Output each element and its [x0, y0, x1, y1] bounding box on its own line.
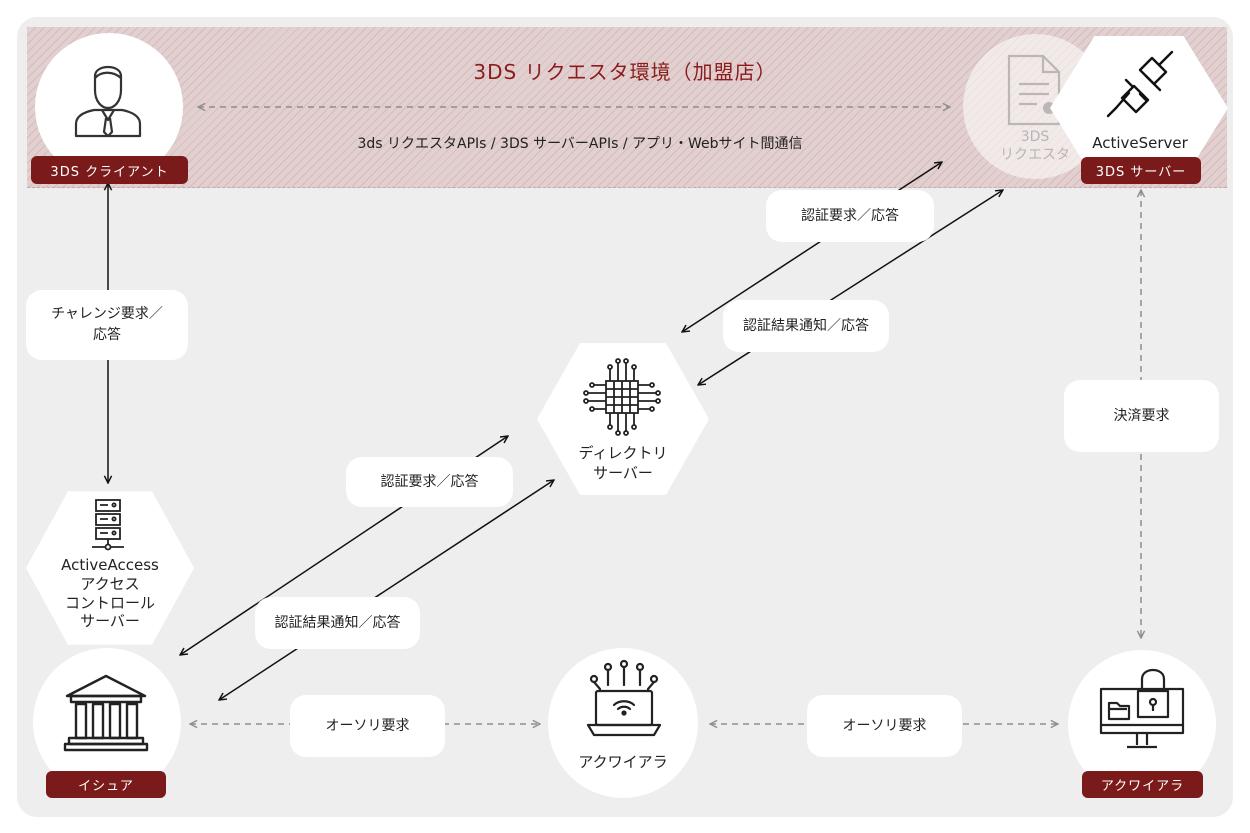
- acquirer-center-label: アクワイアラ: [578, 753, 668, 771]
- auth-req-bottom-bubble: 認証要求／応答: [346, 457, 513, 507]
- payment-bubble: 決済要求: [1064, 380, 1219, 452]
- acs-label: ActiveAccess アクセス コントロール サーバー: [61, 556, 159, 631]
- plug-icon: [1102, 46, 1178, 122]
- directory-server-node: [537, 343, 709, 495]
- client-tag: 3DS クライアント: [31, 156, 188, 184]
- auth-req-top-bubble: 認証要求／応答: [766, 190, 934, 242]
- band-title: 3DS リクエスタ環境（加盟店）: [473, 60, 777, 84]
- user-icon: [72, 58, 144, 138]
- challenge-bubble: チャレンジ要求／ 応答: [26, 290, 188, 360]
- chip-icon: [580, 355, 664, 439]
- server-rack-icon: [88, 497, 128, 553]
- acquirer-tag: アクワイアラ: [1082, 771, 1203, 798]
- directory-server-label: ディレクトリ サーバー: [578, 444, 668, 482]
- laptop-wifi-icon: [584, 659, 664, 745]
- activeserver-label: ActiveServer: [1092, 134, 1188, 152]
- requestor-label: 3DS リクエスタ: [1000, 129, 1070, 164]
- band-subtitle: 3ds リクエスタAPIs / 3DS サーバーAPIs / アプリ・Webサイ…: [357, 136, 803, 152]
- auth-result-bottom-bubble: 認証結果通知／応答: [255, 597, 420, 649]
- bank-icon: [63, 672, 149, 752]
- issuer-tag: イシュア: [46, 771, 166, 798]
- auth-result-top-bubble: 認証結果通知／応答: [723, 300, 889, 352]
- secure-computer-icon: [1097, 665, 1187, 755]
- authorization-right-bubble: オーソリ要求: [807, 695, 962, 757]
- authorization-left-bubble: オーソリ要求: [290, 695, 445, 757]
- server-tag: 3DS サーバー: [1081, 157, 1201, 184]
